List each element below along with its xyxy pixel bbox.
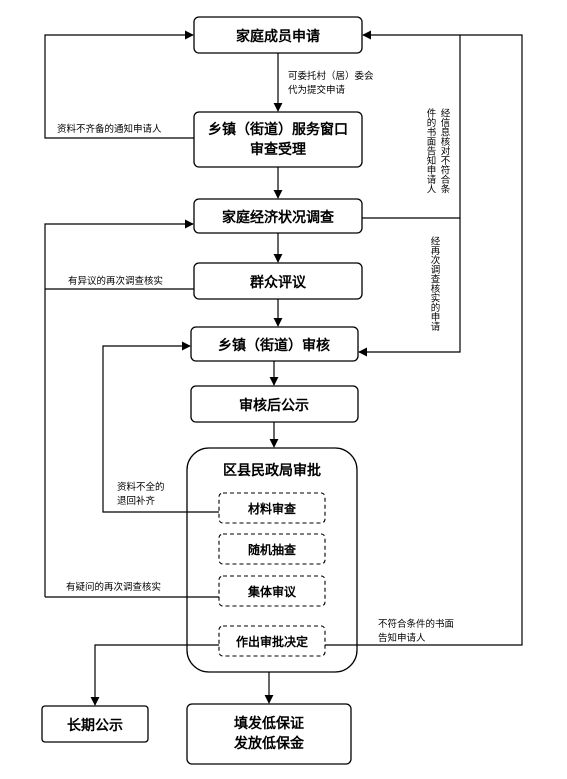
node-economic-survey-label: 家庭经济状况调查: [222, 209, 335, 226]
annotation-not-qualified-line1: 不符合条件的书面: [378, 618, 454, 630]
annotation-incomplete-return-line1: 资料不全的: [117, 481, 165, 493]
node-township-window-label-2: 审查受理: [250, 141, 306, 158]
subnode-collective-review-label: 集体审议: [247, 584, 297, 599]
node-district-approval-label: 区县民政局审批: [223, 462, 321, 479]
subnode-approval-decision-label: 作出审批决定: [236, 634, 308, 649]
annotation-not-qualified-line2: 告知申请人: [378, 632, 426, 644]
node-long-publicity-label: 长期公示: [67, 717, 123, 734]
annotation-vertical-info-check-col2: 件的书面告知申请人: [425, 107, 437, 193]
annotation-entrust-line1: 可委托村（居）委会: [288, 70, 374, 82]
subnode-random-check: 随机抽查: [218, 533, 326, 565]
node-township-window-label-1: 乡镇（街道）服务窗口: [208, 121, 348, 138]
main-flow-arrows: [90, 53, 283, 706]
left-feedback-loops: [44, 30, 219, 598]
node-public-review: 群众评议: [193, 262, 363, 300]
node-issue-certificate: 填发低保证 发放低保金: [186, 703, 352, 765]
annotation-doubt-resurvey: 有疑问的再次调查核实: [66, 581, 161, 593]
node-township-window: 乡镇（街道）服务窗口 审查受理: [193, 111, 363, 168]
annotation-vertical-resurvey: 经再次调查核实的申请: [429, 235, 441, 332]
subnode-material-review-label: 材料审查: [247, 501, 297, 516]
node-issue-certificate-label-1: 填发低保证: [234, 715, 304, 732]
subnode-material-review: 材料审查: [218, 492, 326, 524]
right-feedback-loops: [325, 30, 523, 646]
node-issue-certificate-label-2: 发放低保金: [233, 735, 305, 752]
node-long-publicity: 长期公示: [41, 705, 149, 743]
node-audit-publicity-label: 审核后公示: [239, 397, 309, 414]
annotation-objection-resurvey: 有异议的再次调查核实: [68, 275, 163, 287]
node-economic-survey: 家庭经济状况调查: [193, 198, 363, 234]
annotation-incomplete-notice: 资料不齐备的通知申请人: [57, 123, 162, 135]
subnode-collective-review: 集体审议: [218, 575, 326, 607]
node-public-review-label: 群众评议: [249, 274, 307, 291]
node-family-apply-label: 家庭成员申请: [236, 28, 320, 45]
node-family-apply: 家庭成员申请: [193, 16, 363, 54]
annotation-vertical-info-check-col1: 经信息核对不符合条: [439, 107, 451, 193]
annotation-incomplete-return-line2: 退回补齐: [117, 495, 156, 507]
subnode-approval-decision: 作出审批决定: [218, 625, 326, 657]
node-township-audit: 乡镇（街道）审核: [190, 326, 359, 362]
subnode-random-check-label: 随机抽查: [248, 542, 297, 557]
annotation-entrust-line2: 代为提交申请: [288, 84, 346, 96]
node-township-audit-label: 乡镇（街道）审核: [218, 337, 330, 354]
node-audit-publicity: 审核后公示: [190, 385, 359, 423]
